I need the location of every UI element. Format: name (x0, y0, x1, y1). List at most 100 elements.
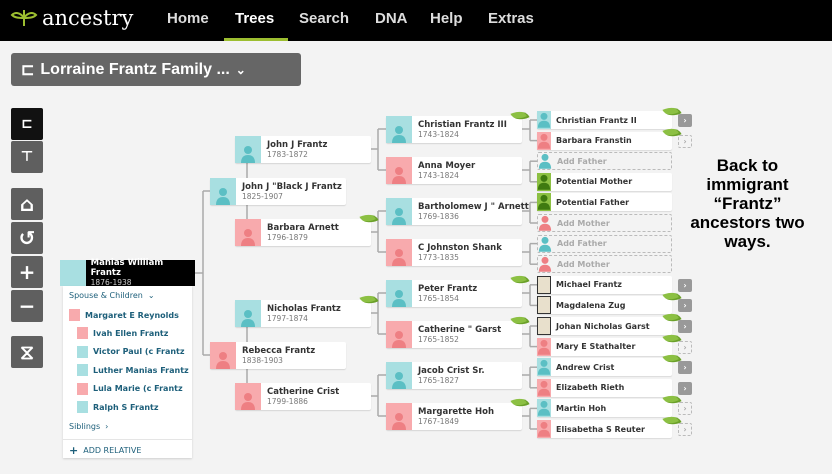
nav-trees[interactable]: Trees (235, 10, 275, 27)
person-name: Andrew Crist (556, 362, 615, 372)
tree-selector-button[interactable]: ⊏ Lorraine Frantz Family ... ⌄ (11, 53, 301, 86)
add-parent-button[interactable]: Add Mother (537, 255, 672, 274)
nav-extras[interactable]: Extras (488, 10, 534, 27)
reset-button[interactable]: ↺ (11, 222, 43, 254)
home-icon: ⌂ (19, 192, 35, 216)
person-name: Potential Mother (556, 177, 633, 187)
person-dates: 1743-1824 (418, 129, 459, 139)
spouse-children-toggle[interactable]: Spouse & Children⌄ (69, 291, 155, 300)
person-card[interactable]: Jacob Crist Sr.1765-1827 (386, 362, 522, 389)
female-avatar-icon (77, 382, 88, 395)
home-button[interactable]: ⌂ (11, 188, 43, 220)
expand-ancestors-button[interactable]: › (678, 114, 692, 127)
person-card[interactable]: Elizabeth Rieth (537, 378, 672, 397)
child-link[interactable]: Lula Marie (c Frantz (77, 382, 183, 395)
female-avatar-icon (210, 342, 236, 369)
person-dates: 1765-1854 (418, 293, 459, 303)
female-avatar-icon (538, 255, 552, 273)
expand-ancestors-button[interactable]: › (678, 278, 692, 292)
person-name: Elizabeth Rieth (556, 383, 625, 393)
nav-help[interactable]: Help (430, 10, 463, 27)
person-dates: 1825-1907 (242, 191, 283, 201)
female-avatar-icon (386, 157, 412, 184)
expand-ancestors-button[interactable]: › (678, 361, 692, 375)
potential-parent-card[interactable]: Potential Mother (537, 172, 672, 191)
female-avatar-icon (538, 214, 552, 232)
add-parent-button[interactable]: Add Mother (537, 214, 672, 232)
person-name: Potential Father (556, 197, 630, 207)
add-relative-button[interactable]: +ADD RELATIVE (69, 444, 142, 457)
photo-thumbnail (537, 275, 551, 294)
nav-dna[interactable]: DNA (375, 10, 408, 27)
person-name: Catherine Crist (267, 386, 340, 397)
nav-search[interactable]: Search (299, 10, 350, 27)
person-name: Peter Frantz (418, 283, 478, 294)
person-card[interactable]: Mary E Stathalter (537, 337, 672, 356)
person-card[interactable]: Magdalena Zug (537, 296, 672, 315)
child-link[interactable]: Ivah Ellen Frantz (77, 327, 168, 339)
person-name: Nicholas Frantz (267, 303, 341, 314)
male-avatar-icon (386, 280, 412, 307)
zoom-in-button[interactable]: + (11, 256, 43, 288)
expand-ancestors-button[interactable]: › (678, 381, 692, 395)
person-name: Christian Frantz III (418, 119, 507, 130)
family-view-button[interactable]: ⊤ (11, 141, 43, 173)
person-dates: 1783-1872 (267, 149, 308, 159)
spouse-link[interactable]: Margaret E Reynolds (69, 309, 179, 321)
add-parent-button[interactable]: Add Father (537, 234, 672, 253)
person-name: Catherine " Garst (418, 324, 502, 335)
zoom-out-button[interactable]: − (11, 290, 43, 322)
pedigree-icon: ⊏ (21, 61, 35, 79)
male-avatar-icon (235, 136, 261, 163)
expand-ancestors-button[interactable]: › (678, 402, 692, 416)
person-card[interactable]: Martin Hoh (537, 399, 672, 418)
person-card[interactable]: Elisabetha S Reuter (537, 420, 672, 438)
person-dates: 1797-1874 (267, 313, 308, 323)
child-link[interactable]: Luther Manias Frantz (77, 364, 189, 376)
child-link[interactable]: Victor Paul (c Frantz (77, 345, 185, 358)
dna-button[interactable]: ⧖ (11, 336, 43, 368)
expand-ancestors-button[interactable]: › (678, 340, 692, 354)
person-name: Magdalena Zug (556, 300, 626, 310)
person-card[interactable]: Michael Frantz (537, 275, 672, 294)
person-dates: 1773-1835 (418, 252, 459, 262)
plus-icon: + (69, 444, 79, 457)
nav-home[interactable]: Home (167, 10, 209, 27)
expand-ancestors-button[interactable]: › (678, 299, 692, 313)
potential-parent-card[interactable]: Potential Father (537, 193, 672, 212)
person-card[interactable]: Johan Nicholas Garst (537, 317, 672, 335)
person-card[interactable]: Barbara Franstin (537, 131, 672, 150)
siblings-link[interactable]: Siblings› (69, 422, 109, 431)
person-dates: 1769-1836 (418, 211, 459, 221)
person-card[interactable]: Andrew Crist (537, 358, 672, 377)
photo-thumbnail (537, 317, 551, 335)
expand-ancestors-button[interactable]: › (678, 320, 692, 333)
person-card[interactable]: Christian Frantz II (537, 111, 672, 129)
add-parent-button[interactable]: Add Father (537, 152, 672, 171)
child-link[interactable]: Ralph S Frantz (77, 401, 159, 413)
expand-ancestors-button[interactable]: › (678, 134, 692, 148)
female-avatar-icon (77, 327, 88, 339)
dna-icon: ⧖ (19, 340, 35, 364)
expand-ancestors-button[interactable]: › (678, 423, 692, 436)
male-avatar-icon (77, 401, 88, 413)
person-name: Add Father (557, 156, 607, 166)
person-name: Add Father (557, 239, 607, 249)
person-dates: 1765-1827 (418, 375, 459, 385)
ancestry-logo[interactable]: ancestry (10, 6, 133, 30)
pedigree-view-button[interactable]: ⊏ (11, 108, 43, 140)
focus-person-card[interactable]: Manias William Frantz 1876-1938 (60, 258, 195, 287)
